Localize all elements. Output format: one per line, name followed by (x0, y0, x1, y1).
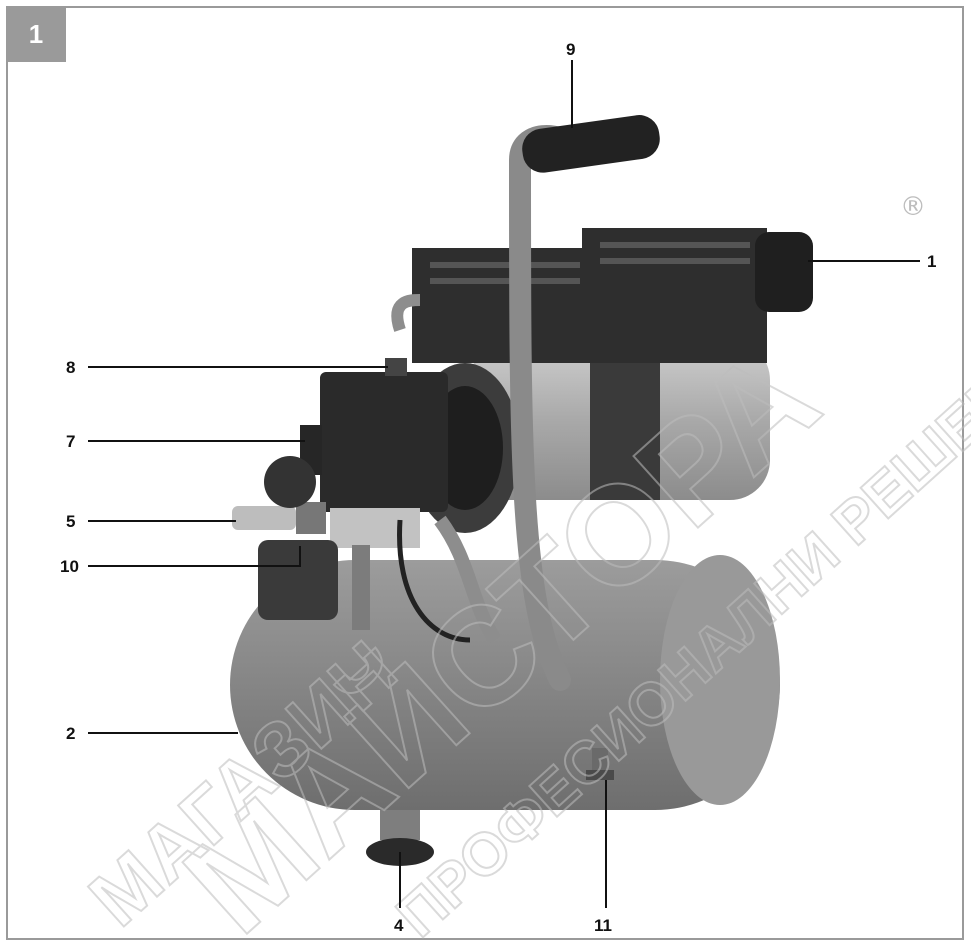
manifold (258, 456, 420, 620)
quick-coupling (232, 502, 326, 534)
callout-4: 4 (394, 916, 404, 935)
cylinder-head-right (582, 228, 767, 363)
leader-10 (88, 546, 301, 567)
cylinder-head-left (412, 248, 602, 363)
figure-number: 1 (6, 6, 66, 62)
callout-2: 2 (66, 724, 76, 743)
carry-handle (508, 115, 660, 691)
pressure-switch (320, 358, 448, 512)
callout-9: 9 (566, 40, 576, 59)
callout-10: 10 (60, 557, 79, 576)
callout-8: 8 (66, 358, 76, 377)
callout-7: 7 (66, 432, 76, 451)
air-filter (755, 232, 813, 312)
callout-5: 5 (66, 512, 76, 531)
callout-1: 1 (927, 252, 937, 271)
air-hose (391, 294, 501, 644)
registered-mark: ® (900, 192, 926, 222)
callout-11: 11 (594, 916, 612, 935)
check-valve-pipe (352, 545, 370, 630)
figure-frame (6, 6, 964, 940)
drain-valve (586, 748, 614, 780)
